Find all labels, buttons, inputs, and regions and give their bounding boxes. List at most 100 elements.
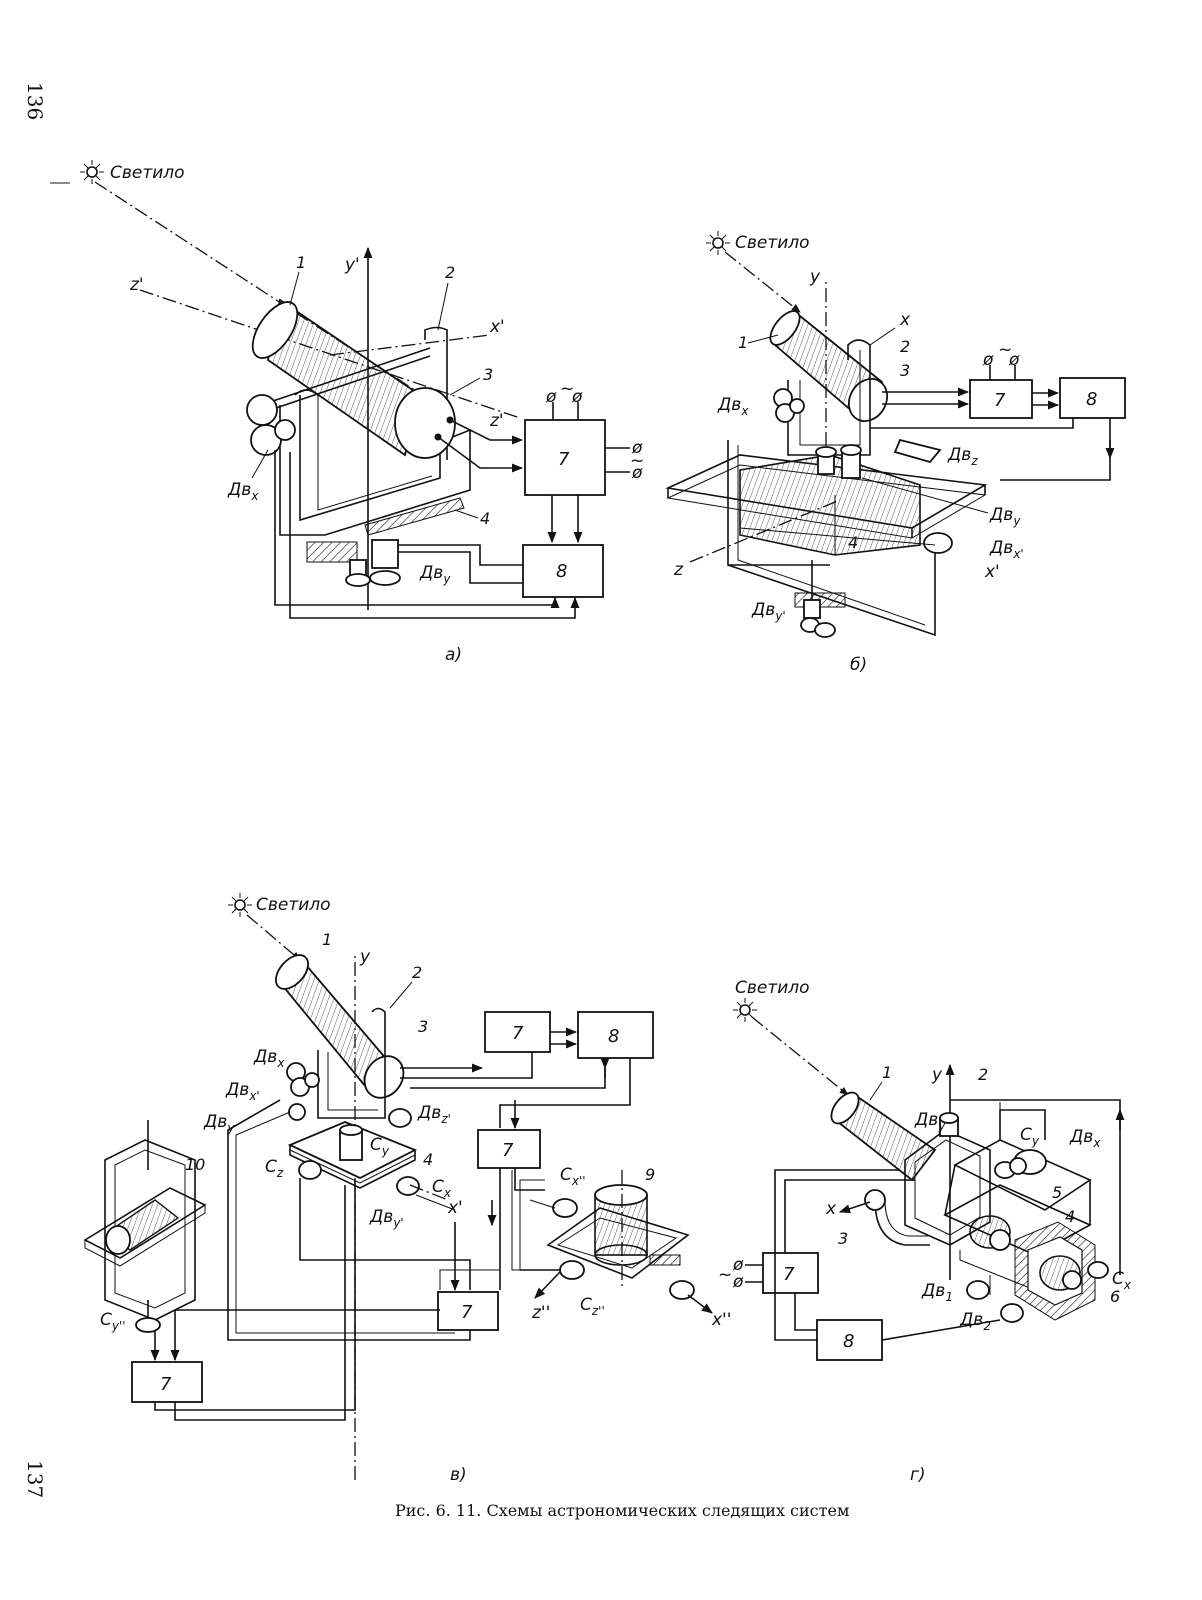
- block-7-g: [762, 1252, 819, 1294]
- block-7-a: [524, 419, 606, 496]
- block-8-a: [522, 544, 604, 598]
- star-icon: [80, 160, 104, 184]
- block-8-b: [1059, 377, 1126, 419]
- supply-phi-2-a: ø: [571, 387, 583, 407]
- motor-y-label-a: Двy: [419, 563, 451, 586]
- gyro-5-g: [969, 1215, 1011, 1251]
- part-3-label-a: 3: [483, 365, 493, 384]
- platform-9-v: [546, 1170, 695, 1300]
- axis-x2-label-v: x': [447, 1198, 463, 1218]
- supply-phi-4-a: ø: [631, 463, 643, 483]
- motor-x-g: [1009, 1149, 1047, 1175]
- sensor-cz-label-v: Cz: [265, 1157, 284, 1180]
- axis-y-label-v: y: [359, 947, 371, 967]
- gyro-frame-10-v: [83, 1120, 207, 1333]
- supply-tilde-b: ~: [998, 340, 1012, 360]
- star-icon: [228, 893, 252, 917]
- fork-frame-a: [279, 405, 471, 536]
- part-5-label-g: 5: [1052, 1183, 1062, 1202]
- panel-tag-a: а): [445, 645, 462, 665]
- axis-z3-label-v: z'': [531, 1303, 550, 1323]
- block-7-low-v: [437, 1291, 499, 1331]
- part-9-label-v: 9: [645, 1165, 655, 1184]
- supply-tilde-g: ~: [718, 1265, 732, 1285]
- page-number-top: 136: [23, 82, 47, 120]
- motor-x2-b: [923, 532, 953, 554]
- axis-x-label-b: x: [899, 310, 911, 330]
- axis-x-label-a: x': [489, 317, 505, 337]
- panel-b: Светило y x 1 2 3 Двx: [665, 231, 1126, 675]
- motor-x-label-a: Двx: [227, 480, 259, 503]
- axis-x2-label-b: x': [984, 562, 1000, 582]
- panel-a: Светило y' z' x' z' Двx: [50, 160, 644, 665]
- motor-z2-label-v: Двz': [417, 1103, 451, 1126]
- star-label-v: Светило: [256, 895, 331, 915]
- block-7-left-label-v: 7: [160, 1374, 172, 1395]
- part-3-label-v: 3: [418, 1017, 428, 1036]
- motor-1-g: [966, 1280, 990, 1300]
- supply-phi-2-b: ø: [1008, 350, 1020, 370]
- telescope-a: [251, 298, 456, 459]
- panel-tag-g: г): [910, 1465, 926, 1485]
- part-2-label-a: 2: [445, 263, 455, 282]
- motor-y2-b: [800, 599, 836, 638]
- telescope-g: [830, 1091, 937, 1182]
- block-7-b: [969, 379, 1033, 419]
- block-8-label-a: 8: [556, 561, 567, 582]
- motor-z2-v: [388, 1108, 412, 1128]
- motor-y-label-b: Двy: [989, 505, 1021, 528]
- panel-g: Светило 1 y 2 Двy Cy: [718, 978, 1132, 1485]
- motor-2-label-g: Дв2: [959, 1310, 991, 1333]
- panel-tag-b: б): [850, 655, 867, 675]
- block-7-mid-label-v: 7: [502, 1140, 514, 1161]
- sensor-cz-v: [298, 1160, 322, 1180]
- block-7-top-label-v: 7: [512, 1023, 524, 1044]
- block-7-label-g: 7: [783, 1264, 795, 1285]
- star-label-a: Светило: [110, 163, 185, 183]
- part-1-label-b: 1: [738, 333, 748, 352]
- panel-tag-v: в): [450, 1465, 467, 1485]
- block-7-label-a: 7: [558, 449, 570, 470]
- axis-x3-label-v: x'': [711, 1310, 731, 1330]
- part-10-label-v: 10: [185, 1155, 205, 1174]
- motor-y2-label-v: Двy': [369, 1207, 404, 1230]
- figure-caption: Рис. 6. 11. Схемы астрономических следящ…: [395, 1501, 849, 1520]
- motor-z-b: [893, 438, 942, 464]
- motor-6-g: [1039, 1255, 1082, 1291]
- motor-z-label-b: Двz: [947, 445, 978, 468]
- star-icon: [706, 231, 730, 255]
- block-7-left-v: [131, 1361, 203, 1403]
- telescope-v: [275, 954, 405, 1099]
- sensor-cx-v: [396, 1176, 420, 1196]
- sensor-cy-label-g: Cy: [1020, 1125, 1040, 1148]
- block-8-v: [577, 1011, 654, 1059]
- supply-phi-1-b: ø: [982, 350, 994, 370]
- block-7-label-b: 7: [994, 390, 1006, 411]
- part-3-label-g: 3: [838, 1229, 848, 1248]
- axis-x-label-g: x: [825, 1199, 837, 1219]
- block-7-low-label-v: 7: [461, 1302, 473, 1323]
- axis-y-label-g: y: [931, 1065, 943, 1085]
- part-4-label-v: 4: [423, 1150, 433, 1169]
- supply-tilde-2-a: ~: [630, 451, 644, 471]
- star-label-g: Светило: [735, 978, 810, 998]
- axis-y-label-b: y: [809, 267, 821, 287]
- supply-phi-1-a: ø: [545, 387, 557, 407]
- axis-y-label-a: y': [344, 255, 360, 275]
- axis-z2-label-a: z': [489, 411, 504, 431]
- motor-2-g: [1000, 1303, 1024, 1323]
- star-label-b: Светило: [735, 233, 810, 253]
- part-2-label-g: 2: [978, 1065, 988, 1084]
- part-4-label-b: 4: [848, 533, 858, 552]
- motor-y-g: [939, 1112, 959, 1137]
- motor-x-a: [246, 394, 296, 456]
- block-8-g: [816, 1319, 883, 1361]
- motor-x2-label-b: Двx': [989, 538, 1024, 561]
- motor-x-label-g: Двx: [1069, 1127, 1101, 1150]
- supply-phi-2-g: ø: [732, 1272, 744, 1292]
- panel-v: Светило y 1 2 3 Двx Двx' Двy Двz': [83, 893, 731, 1485]
- motor-x2-label-v: Двx': [225, 1080, 260, 1103]
- axis-z-label-a: z': [129, 275, 144, 295]
- part-1-label-g: 1: [882, 1063, 892, 1082]
- motor-x-b: [773, 388, 805, 423]
